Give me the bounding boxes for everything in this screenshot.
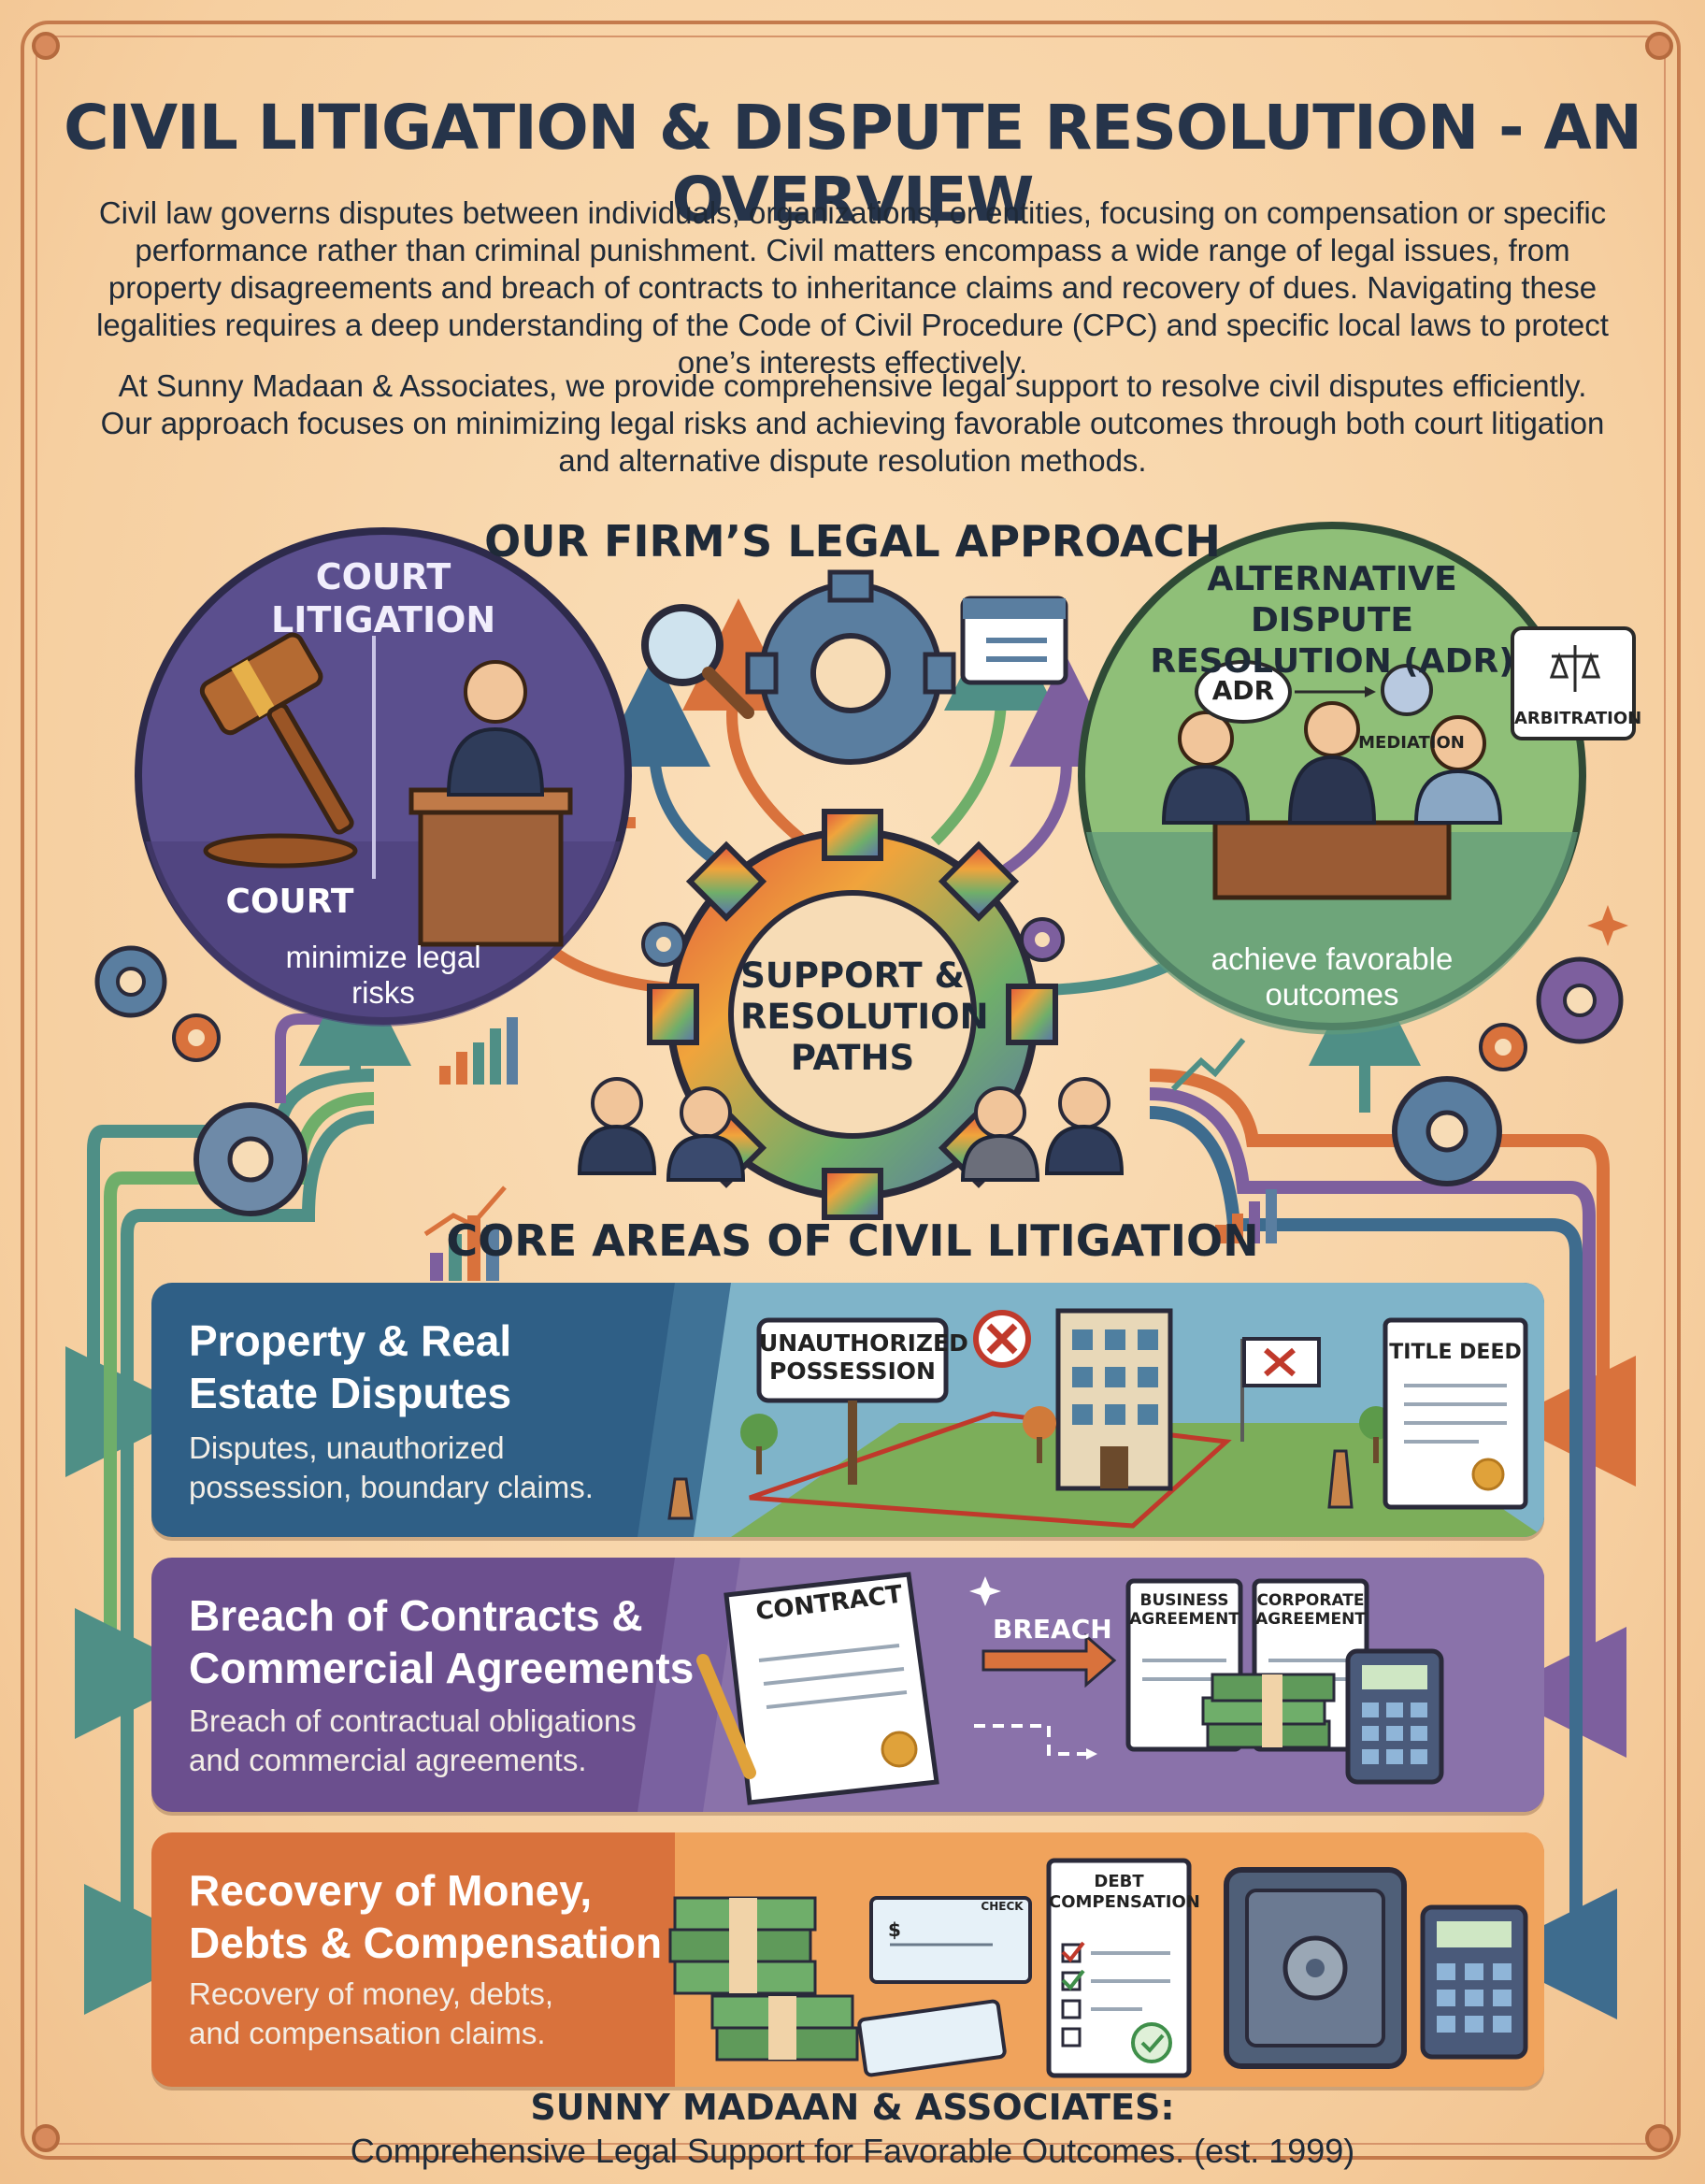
connector-arrow <box>682 598 808 846</box>
connector-arrow <box>275 1013 380 1103</box>
recovery-description: Recovery of money, debts, and compensati… <box>189 1976 554 2050</box>
court-caption: minimize legal risks <box>285 940 481 1010</box>
adr-title: ALTERNATIVE DISPUTE RESOLUTION (ADR) <box>1150 560 1514 681</box>
cheque-icon <box>869 1896 1032 1984</box>
recovery-title: Recovery of Money, Debts & Compensation <box>189 1866 663 1967</box>
trend-chart-icon <box>423 1185 507 1281</box>
cash-stack-icon <box>668 1896 859 2062</box>
gear-icon <box>641 922 686 967</box>
money-recovery-card: Recovery of Money, Debts & Compensation … <box>151 1832 1544 2087</box>
contract-title: Breach of Contracts & Commercial Agreeme… <box>189 1591 695 1692</box>
connector-arrow <box>1149 1069 1637 1487</box>
connector-arrow <box>1149 1106 1618 2019</box>
footer-firm-name: SUNNY MADAAN & ASSOCIATES: <box>530 2087 1175 2128</box>
boundary-line <box>749 1411 1232 1529</box>
mediator-avatar-icon <box>1381 664 1433 716</box>
scales-icon <box>1549 645 1601 692</box>
page-title: CIVIL LITIGATION & DISPUTE RESOLUTION - … <box>64 92 1642 236</box>
bar-chart-icon <box>1215 1189 1277 1243</box>
gear-icon <box>1020 917 1065 962</box>
property-illustration <box>638 1283 1544 1537</box>
sparkle-icon <box>1587 905 1628 946</box>
gear-icon <box>172 1013 221 1062</box>
trend-line-icon <box>1170 1038 1246 1092</box>
debt-compensation-doc-icon <box>1046 1858 1192 2078</box>
property-disputes-card: Property & Real Estate Disputes Disputes… <box>151 1283 1544 1537</box>
mediator-person-icon <box>1304 701 1360 757</box>
recovery-illustration <box>668 1832 1544 2087</box>
adr-bubble-label: ADR <box>1211 675 1275 706</box>
boundary-marker-icon <box>1327 1449 1354 1509</box>
corner-ornament <box>32 32 60 60</box>
gear-icon <box>1392 1076 1502 1186</box>
gear-icon <box>1479 1023 1527 1071</box>
arbitration-label: ARBITRATION <box>1514 709 1642 728</box>
breach-arrow-icon <box>981 1632 1117 1688</box>
connector-arrow <box>64 1069 375 1477</box>
gear-icon <box>1536 956 1624 1044</box>
property-title: Property & Real Estate Disputes <box>189 1316 512 1417</box>
footer-tagline: Comprehensive Legal Support for Favorabl… <box>350 2132 1355 2170</box>
calendar-icon <box>960 596 1068 685</box>
connector-arrow <box>83 1111 375 2015</box>
pencil-icon <box>696 1654 756 1779</box>
boundary-marker-icon <box>667 1477 694 1520</box>
corporate-agreement-label: CORPORATE AGREEMENT <box>1255 1591 1366 1629</box>
magnifier-icon <box>641 604 754 719</box>
arbitration-bubble <box>1511 626 1636 740</box>
intro-paragraph: Civil law governs disputes between indiv… <box>96 195 1609 380</box>
team-people-icon <box>577 1077 1125 1182</box>
corner-ornament <box>1645 32 1673 60</box>
connector-arrow <box>930 598 1056 846</box>
sparkle-icon <box>969 1576 1001 1606</box>
gear-icon <box>94 945 167 1018</box>
bar-chart-icon <box>439 1017 518 1085</box>
contract-description: Breach of contractual obligations and co… <box>189 1703 637 1777</box>
property-description: Disputes, unauthorized possession, bound… <box>189 1430 594 1504</box>
flag-pole <box>1240 1339 1244 1442</box>
adr-speech-bubble <box>1195 660 1292 724</box>
gavel-icon <box>199 632 354 835</box>
cash-stack-icon <box>1201 1673 1336 1749</box>
adr-floor <box>1086 832 1578 1035</box>
intro-paragraph-firm: At Sunny Madaan & Associates, we provide… <box>100 368 1605 478</box>
outer-frame <box>21 21 1681 2160</box>
support-resolution-paths-label: SUPPORT & RESOLUTION PATHS <box>740 956 989 1078</box>
contract-breach-card: Breach of Contracts & Commercial Agreeme… <box>151 1558 1544 1812</box>
speaker-person-icon <box>464 660 527 724</box>
mediation-table-icon <box>1212 820 1452 900</box>
cheque-icon <box>857 1999 1007 2077</box>
adr-caption: achieve favorable outcomes <box>1211 941 1454 1012</box>
debt-compensation-label: DEBT COMPENSATION <box>1049 1872 1200 1912</box>
dollar-sign: $ <box>888 1918 901 1941</box>
corner-ornament <box>1645 2124 1673 2152</box>
podium-icon <box>418 801 564 947</box>
connector-arrow <box>1149 1087 1627 1758</box>
unauthorized-possession-label: UNAUTHORIZED POSSESSION <box>759 1329 968 1385</box>
mediation-label: MEDIATION <box>1358 733 1465 753</box>
business-agreement-label: BUSINESS AGREEMENT <box>1129 1591 1239 1629</box>
contract-illustration <box>638 1558 1544 1812</box>
court-sign-label: COURT <box>225 883 354 921</box>
title-deed-label: TITLE DEED <box>1389 1341 1522 1364</box>
gear-icon <box>193 1102 308 1216</box>
gear-icon <box>745 569 956 765</box>
approach-heading: OUR FIRM’S LEGAL APPROACH <box>484 516 1221 567</box>
breach-label: BREACH <box>993 1614 1112 1645</box>
check-label: CHECK <box>981 1900 1024 1913</box>
gavel-block-icon <box>203 833 358 869</box>
core-areas-heading: CORE AREAS OF CIVIL LITIGATION <box>446 1215 1259 1266</box>
connector-arrow <box>74 1092 375 1739</box>
inner-frame <box>36 36 1666 2145</box>
court-litigation-title: COURT LITIGATION <box>271 556 496 640</box>
corner-ornament <box>32 2124 60 2152</box>
